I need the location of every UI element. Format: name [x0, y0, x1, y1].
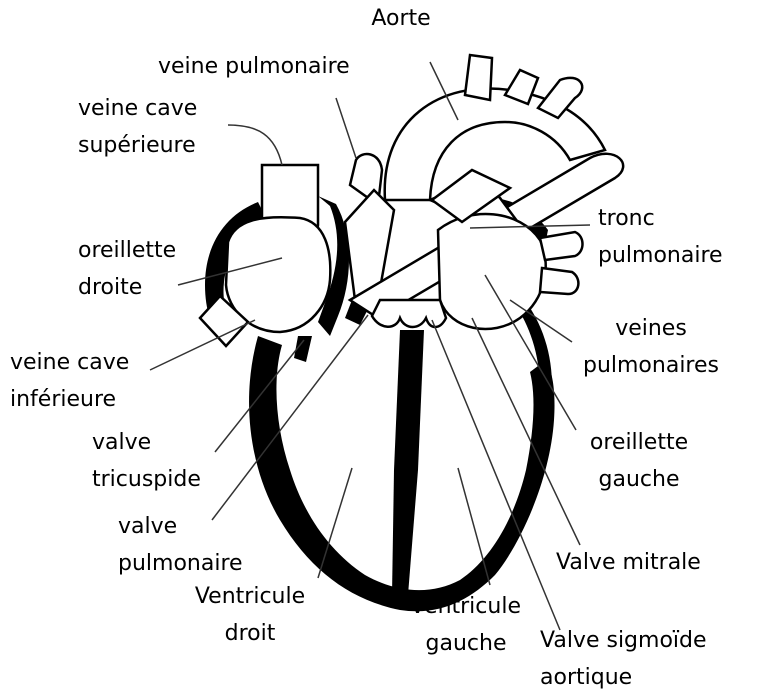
- label-oreillette-droite: oreillette droite: [78, 232, 176, 306]
- label-veine-cave-superieure: veine cave supérieure: [78, 90, 197, 164]
- label-oreillette-gauche: oreillette gauche: [574, 424, 704, 498]
- label-vcs-line2: supérieure: [78, 127, 197, 164]
- label-vt-line2: tricuspide: [92, 461, 201, 498]
- label-vm-line1: Valve mitrale: [556, 544, 701, 581]
- label-ventricule-droit: Ventricule droit: [180, 578, 320, 652]
- label-tp-line2: pulmonaire: [598, 237, 723, 274]
- valve-outlines: [372, 300, 446, 327]
- label-og-line2: gauche: [574, 461, 704, 498]
- label-veines-pulmonaires: veines pulmonaires: [566, 310, 736, 384]
- label-vp-line2: pulmonaire: [118, 545, 243, 582]
- label-aorte: Aorte: [356, 0, 446, 37]
- label-vsa-line1: Valve sigmoïde: [540, 622, 707, 659]
- label-vci-line2: inférieure: [10, 381, 129, 418]
- label-ventricule-gauche: ventricule gauche: [392, 588, 540, 662]
- label-valve-pulmonaire: valve pulmonaire: [118, 508, 243, 582]
- label-vg-line2: gauche: [392, 625, 540, 662]
- label-vt-line1: valve: [92, 424, 201, 461]
- label-vsa-line2: aortique: [540, 659, 707, 696]
- label-od-line1: oreillette: [78, 232, 176, 269]
- label-vci-line1: veine cave: [10, 344, 129, 381]
- label-vps-line1: veines: [566, 310, 736, 347]
- label-vd-line2: droit: [180, 615, 320, 652]
- label-veine-cave-inferieure: veine cave inférieure: [10, 344, 129, 418]
- label-vd-line1: Ventricule: [180, 578, 320, 615]
- label-vcs-line1: veine cave: [78, 90, 197, 127]
- label-aorte-line1: Aorte: [356, 0, 446, 37]
- label-od-line2: droite: [78, 269, 176, 306]
- label-vg-line1: ventricule: [392, 588, 540, 625]
- label-tronc-pulmonaire: tronc pulmonaire: [598, 200, 723, 274]
- label-tp-line1: tronc: [598, 200, 723, 237]
- label-veine-pulmonaire: veine pulmonaire: [158, 48, 350, 85]
- label-vps-line2: pulmonaires: [566, 347, 736, 384]
- label-veine-pulmonaire-line1: veine pulmonaire: [158, 48, 350, 85]
- label-vp-line1: valve: [118, 508, 243, 545]
- label-valve-mitrale: Valve mitrale: [556, 544, 701, 581]
- label-valve-sigmoide-aortique: Valve sigmoïde aortique: [540, 622, 707, 696]
- label-og-line1: oreillette: [574, 424, 704, 461]
- label-valve-tricuspide: valve tricuspide: [92, 424, 201, 498]
